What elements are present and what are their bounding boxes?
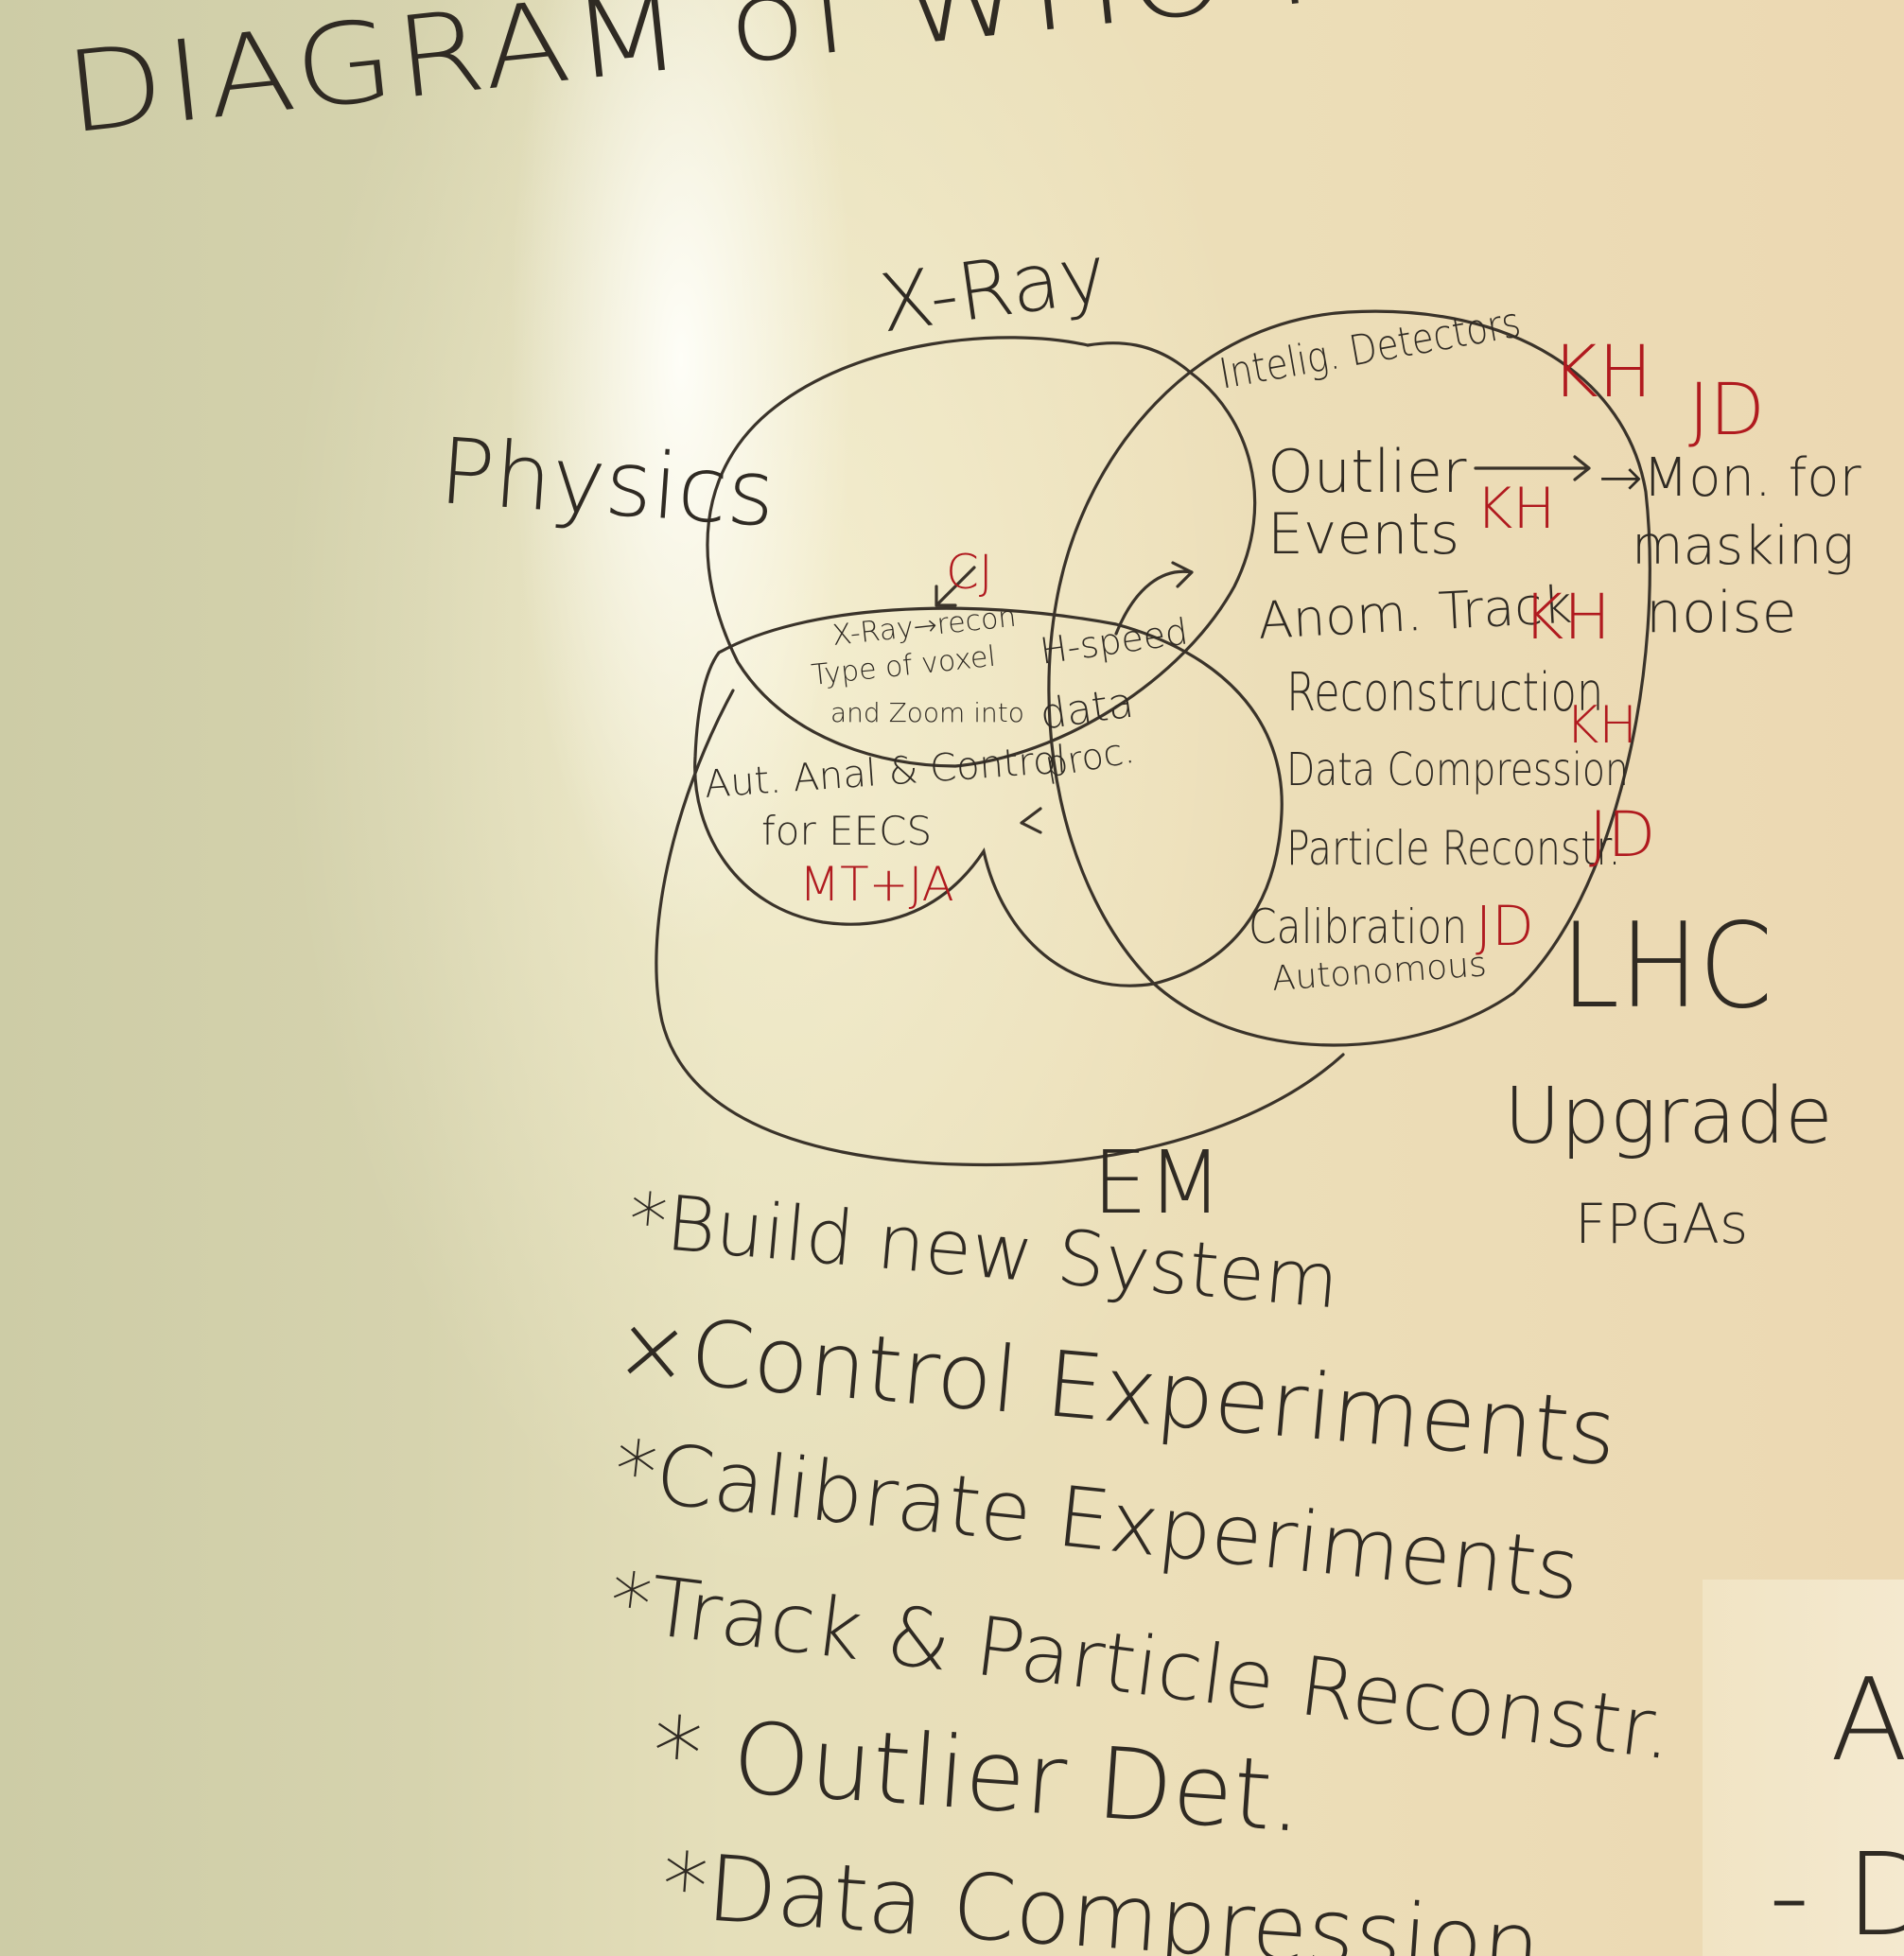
note-aut-2: for EECS [761,808,933,854]
side-note-line3: noise [1646,580,1797,646]
lhc-item-owner: JD [1589,798,1656,871]
lhc-item-owner: JD [1476,894,1534,958]
side-note-owner: JD [1688,367,1765,451]
label-physics: Physics [436,418,779,548]
cj-arrow [935,566,976,607]
note-xray-recon-3: and Zoom into [830,697,1024,728]
owner-aut: MT+JA [799,857,954,912]
note-hspeed-2: data [1037,678,1137,740]
em-circle [693,606,1284,987]
lhc-upgrade-line2: FPGAs [1575,1192,1749,1256]
side-note-line1: →Mon. for [1598,447,1861,509]
lhc-item-owner: KH [1565,695,1638,755]
lhc-item-label: Reconstruction [1286,662,1604,724]
lhc-item-owner: KH [1551,329,1652,413]
label-lhc: LHC [1561,899,1773,1035]
edge-fragment-b: - D [1769,1830,1904,1956]
lhc-item-owner: KH [1523,581,1611,654]
xray-circle [706,336,1257,768]
lhc-circle [1047,309,1651,1047]
adjacent-board-panel [1703,1580,1904,1956]
lhc-item-owner: KH [1476,476,1556,542]
edge-fragment-a: A [1830,1655,1904,1787]
lhc-item-label: Calibration [1249,899,1468,954]
lhc-item-label: Particle Reconstr. [1286,821,1621,876]
lhc-upgrade-line1: Upgrade [1504,1072,1833,1161]
lhc-item-label: Data Compression [1286,743,1629,796]
physics-outline [655,689,1345,1167]
hspeed-arrow [1114,561,1194,636]
monitor-arrow [1474,455,1591,481]
owner-cj: CJ [946,545,993,600]
label-em: EM [1092,1132,1223,1233]
lhc-item-label: Outlier [1267,437,1467,506]
side-note-line2: masking [1632,515,1855,577]
aut-arrow [1020,807,1042,834]
lhc-item-label: Events [1267,501,1460,568]
